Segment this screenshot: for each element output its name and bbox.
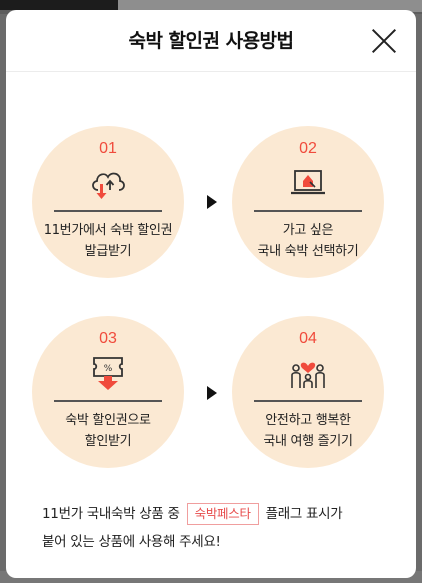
step-4: 04 안전하고 행복한 국내 여행 즐기기 — [232, 316, 384, 468]
step-4-divider — [254, 400, 362, 402]
step-2: 02 가고 싶은 국내 숙박 선택하기 — [232, 126, 384, 278]
coupon-icon: % — [93, 357, 123, 390]
step-3-text: 숙박 할인권으로 할인받기 — [32, 410, 184, 452]
notice-before-tag: 11번가 국내숙박 상품 중 — [42, 506, 180, 522]
family-heart-icon — [291, 362, 325, 388]
usage-notice: 11번가 국내숙박 상품 중 숙박페스타 플래그 표시가 붙어 있는 상품에 사… — [42, 500, 402, 556]
step-1-number: 01 — [99, 140, 117, 157]
step-1-divider — [54, 210, 162, 212]
arrow-right-icon — [207, 195, 217, 209]
close-button[interactable] — [370, 27, 398, 55]
laptop-house-icon — [291, 170, 325, 195]
notice-line-1: 11번가 국내숙박 상품 중 숙박페스타 플래그 표시가 — [42, 500, 402, 528]
step-3-line1: 숙박 할인권으로 — [65, 413, 151, 428]
step-3: 03 % 숙박 할인권으로 할인받기 — [32, 316, 184, 468]
step-2-divider — [254, 210, 362, 212]
step-1-line2: 발급받기 — [84, 244, 132, 259]
modal-header: 숙박 할인권 사용방법 — [6, 10, 416, 72]
step-3-line2: 할인받기 — [84, 434, 132, 449]
svg-text:%: % — [104, 364, 113, 374]
step-3-number: 03 — [99, 330, 117, 347]
notice-line-2: 붙어 있는 상품에 사용해 주세요! — [42, 534, 221, 550]
arrow-right-icon — [207, 386, 217, 400]
step-2-text: 가고 싶은 국내 숙박 선택하기 — [232, 220, 384, 262]
backdrop-tab — [0, 0, 118, 10]
step-1-line1: 11번가에서 숙박 할인권 — [43, 223, 173, 238]
step-4-line1: 안전하고 행복한 — [265, 413, 351, 428]
step-4-line2: 국내 여행 즐기기 — [263, 434, 353, 449]
cloud-download-icon — [92, 172, 125, 199]
step-4-text: 안전하고 행복한 국내 여행 즐기기 — [232, 410, 384, 452]
step-4-number: 04 — [299, 330, 317, 347]
hotel-festa-flag: 숙박페스타 — [186, 503, 259, 525]
step-2-line1: 가고 싶은 — [282, 223, 334, 238]
step-2-line2: 국내 숙박 선택하기 — [257, 244, 359, 259]
usage-guide-modal: 숙박 할인권 사용방법 01 11번가에서 숙박 할인권 발급받기 02 — [6, 10, 416, 578]
step-1-text: 11번가에서 숙박 할인권 발급받기 — [32, 220, 184, 262]
step-1: 01 11번가에서 숙박 할인권 발급받기 — [32, 126, 184, 278]
notice-after-tag: 플래그 표시가 — [265, 506, 343, 522]
backdrop-strip — [118, 0, 422, 12]
step-3-divider — [54, 400, 162, 402]
modal-title: 숙박 할인권 사용방법 — [128, 30, 294, 52]
step-2-number: 02 — [299, 140, 317, 157]
